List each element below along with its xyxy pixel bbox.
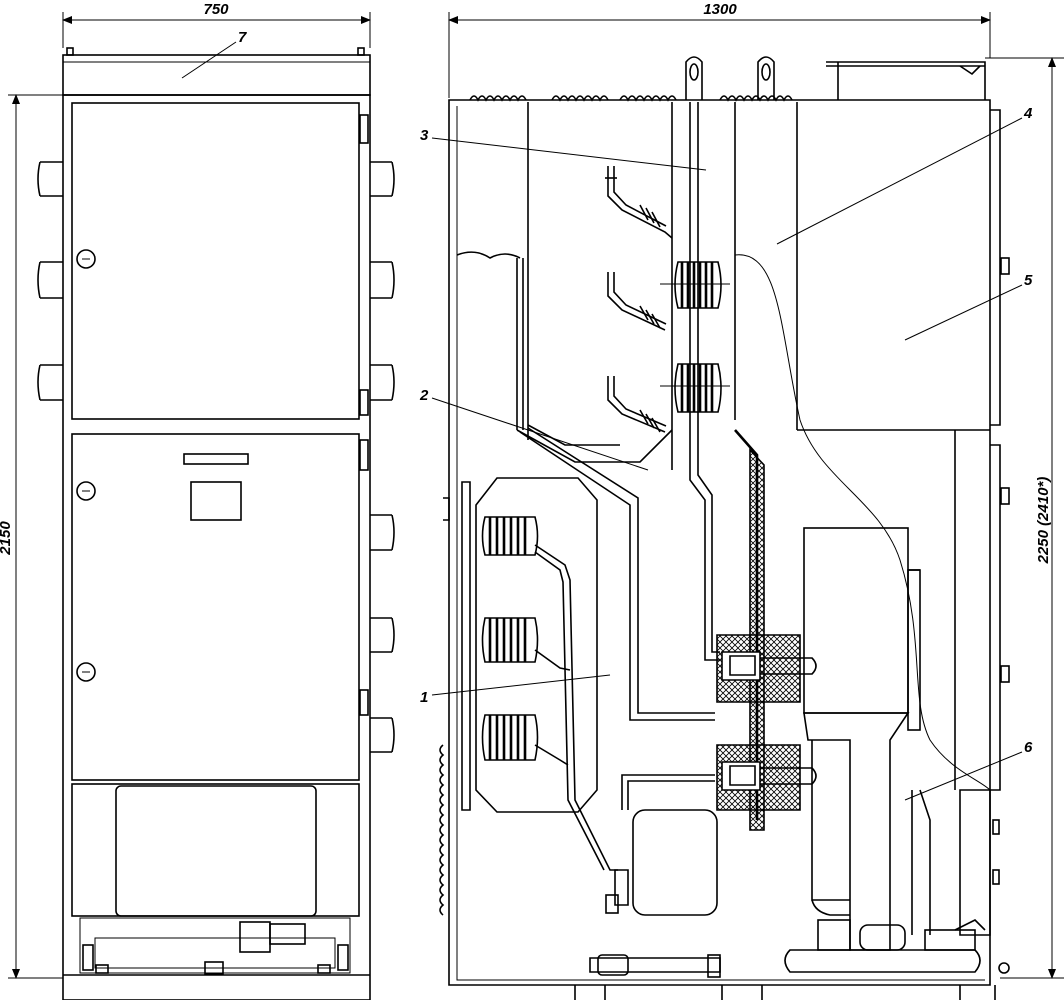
callout-4: 4: [776, 105, 1033, 245]
middle-door-lock-top: [76, 481, 96, 501]
callout-7-label: 7: [238, 29, 247, 46]
callout-1-label: 1: [420, 689, 428, 706]
voltage-transformer: [632, 809, 718, 916]
bus-bellows: [674, 261, 722, 413]
middle-door: [71, 433, 360, 781]
callout-5-label: 5: [1024, 272, 1033, 289]
lower-panel-cover: [115, 785, 317, 917]
top-cap: [62, 54, 371, 96]
upper-door: [71, 102, 360, 420]
upper-bus-insulators: [605, 166, 730, 433]
dimension-side-width: 1300: [448, 1, 991, 98]
dim-front-width-label: 750: [203, 1, 229, 18]
upper-door-lock: [76, 249, 96, 269]
isolating-contacts: [716, 634, 817, 811]
nameplate: [183, 453, 249, 465]
callout-3: 3: [420, 127, 707, 171]
dimension-side-height: 2250 (2410*): [985, 57, 1064, 979]
dimension-front-height: 2150: [0, 94, 63, 979]
front-view: [37, 47, 395, 1000]
ct-bellows: [481, 516, 618, 871]
callout-6: 6: [904, 739, 1033, 801]
ct-compartment: [475, 477, 598, 813]
dim-side-width-label: 1300: [703, 1, 737, 18]
callout-4-label: 4: [1023, 105, 1033, 122]
callout-5: 5: [904, 272, 1033, 341]
dim-side-height-label: 2250 (2410*): [1035, 477, 1052, 565]
viewing-window: [190, 481, 242, 521]
dim-front-height-label: 2150: [0, 521, 14, 556]
callout-7: 7: [181, 29, 247, 79]
callout-2-label: 2: [419, 387, 429, 404]
callout-1: 1: [420, 674, 611, 706]
circuit-breaker: [803, 527, 909, 714]
callout-3-label: 3: [420, 127, 429, 144]
callout-6-label: 6: [1024, 739, 1033, 756]
middle-door-lock-bottom: [76, 662, 96, 682]
side-cabinet-body: [448, 99, 991, 986]
side-view: [439, 56, 1010, 1000]
dimension-front-width: 750: [62, 1, 371, 48]
callout-2: 2: [419, 387, 649, 471]
front-cabinet-body: [62, 94, 371, 1000]
